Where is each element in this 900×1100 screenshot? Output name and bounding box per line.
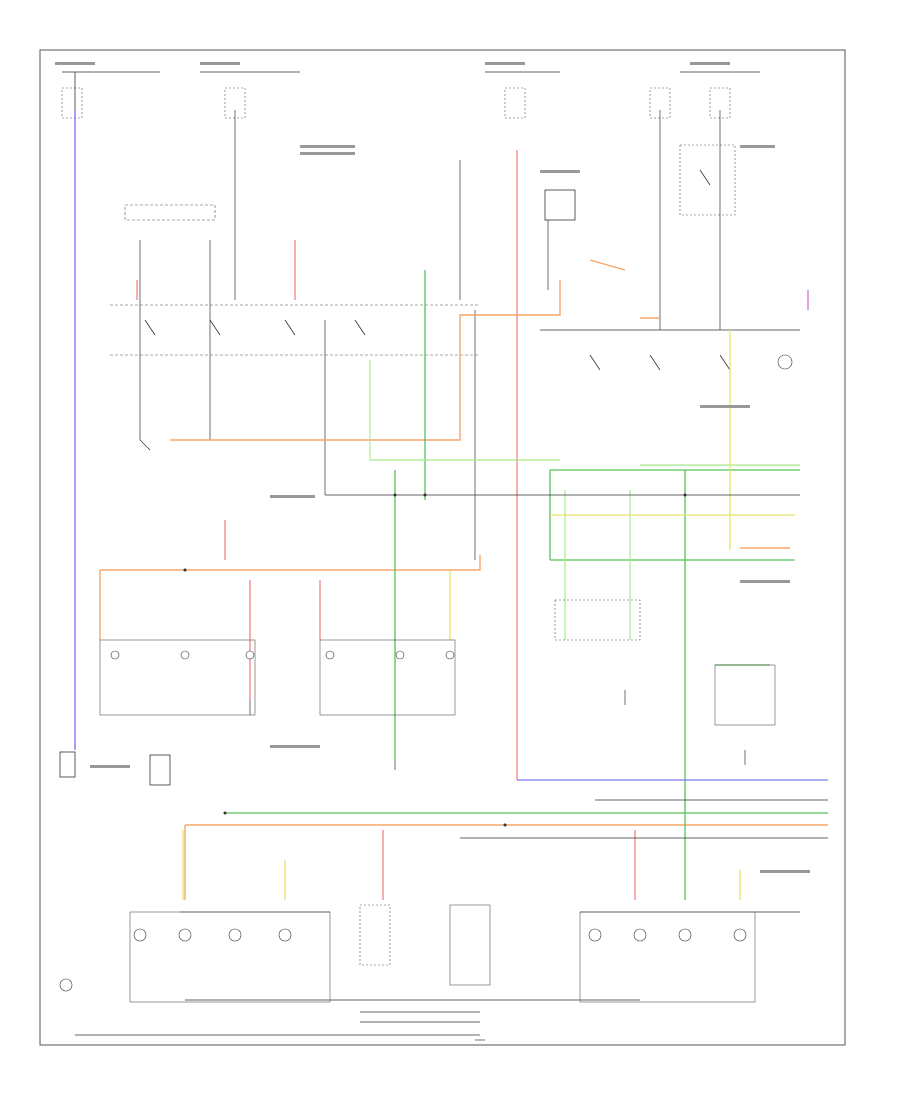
component-labels: [55, 62, 810, 873]
wires-vertical-black: [139, 110, 800, 560]
front-lamp-boxes: [99, 599, 776, 726]
wires-yellow: [182, 330, 795, 900]
relay-box: [544, 189, 576, 221]
fuse-blocks: [61, 87, 731, 119]
wires-light-green: [369, 360, 800, 640]
wires-orange: [99, 259, 828, 900]
headlamp-switch: [110, 204, 480, 356]
wires-green: [225, 270, 828, 900]
hazard-switch: [59, 751, 76, 778]
relay-top-right: [679, 144, 736, 216]
rear-lamp-boxes: [129, 904, 756, 1003]
switch-contacts: [144, 169, 731, 371]
wires-red: [136, 150, 636, 900]
diagram-border: [39, 49, 846, 1046]
splice-dots: [183, 493, 687, 827]
flasher-module: [149, 754, 171, 786]
ground-points: [139, 439, 746, 1041]
lamp-icons: [59, 354, 793, 992]
wires-horizontal-black: [75, 494, 828, 1036]
